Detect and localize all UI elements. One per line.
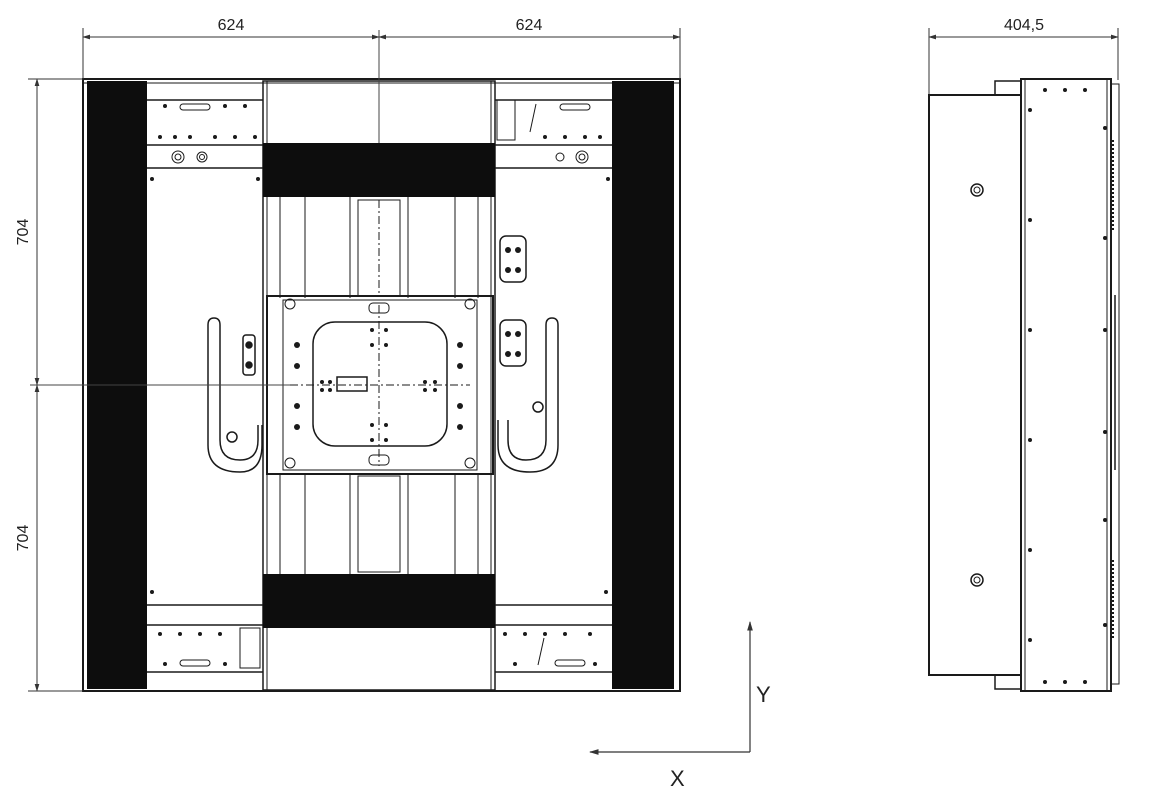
upper-black-band [263,143,495,197]
dimension-lines [28,28,1119,692]
column-upper-detail [279,197,479,298]
side-body [928,94,1022,676]
cable-guide-right [497,235,559,473]
column-lower-detail [279,474,479,574]
lower-black-band [263,574,495,628]
front-view [30,30,681,692]
axis-x-label: X [670,766,685,791]
side-view [928,78,1120,692]
dim-side-width: 404,5 [1004,17,1044,34]
side-rail [1020,78,1112,692]
axis-y-label: Y [756,682,771,707]
dim-left-lower: 704 [15,525,32,552]
dim-top-right: 624 [516,17,543,34]
right-dark-panel [612,81,674,689]
axis-indicator [589,621,753,755]
rail-bottom-left [147,590,263,673]
dim-left-upper: 704 [15,219,32,246]
rail-top-left [147,99,263,181]
carriage-plate [266,295,494,475]
cable-guide-left [207,317,263,473]
dim-top-left: 624 [218,17,245,34]
rail-bottom-right [495,590,612,673]
rail-top-right [495,99,612,181]
